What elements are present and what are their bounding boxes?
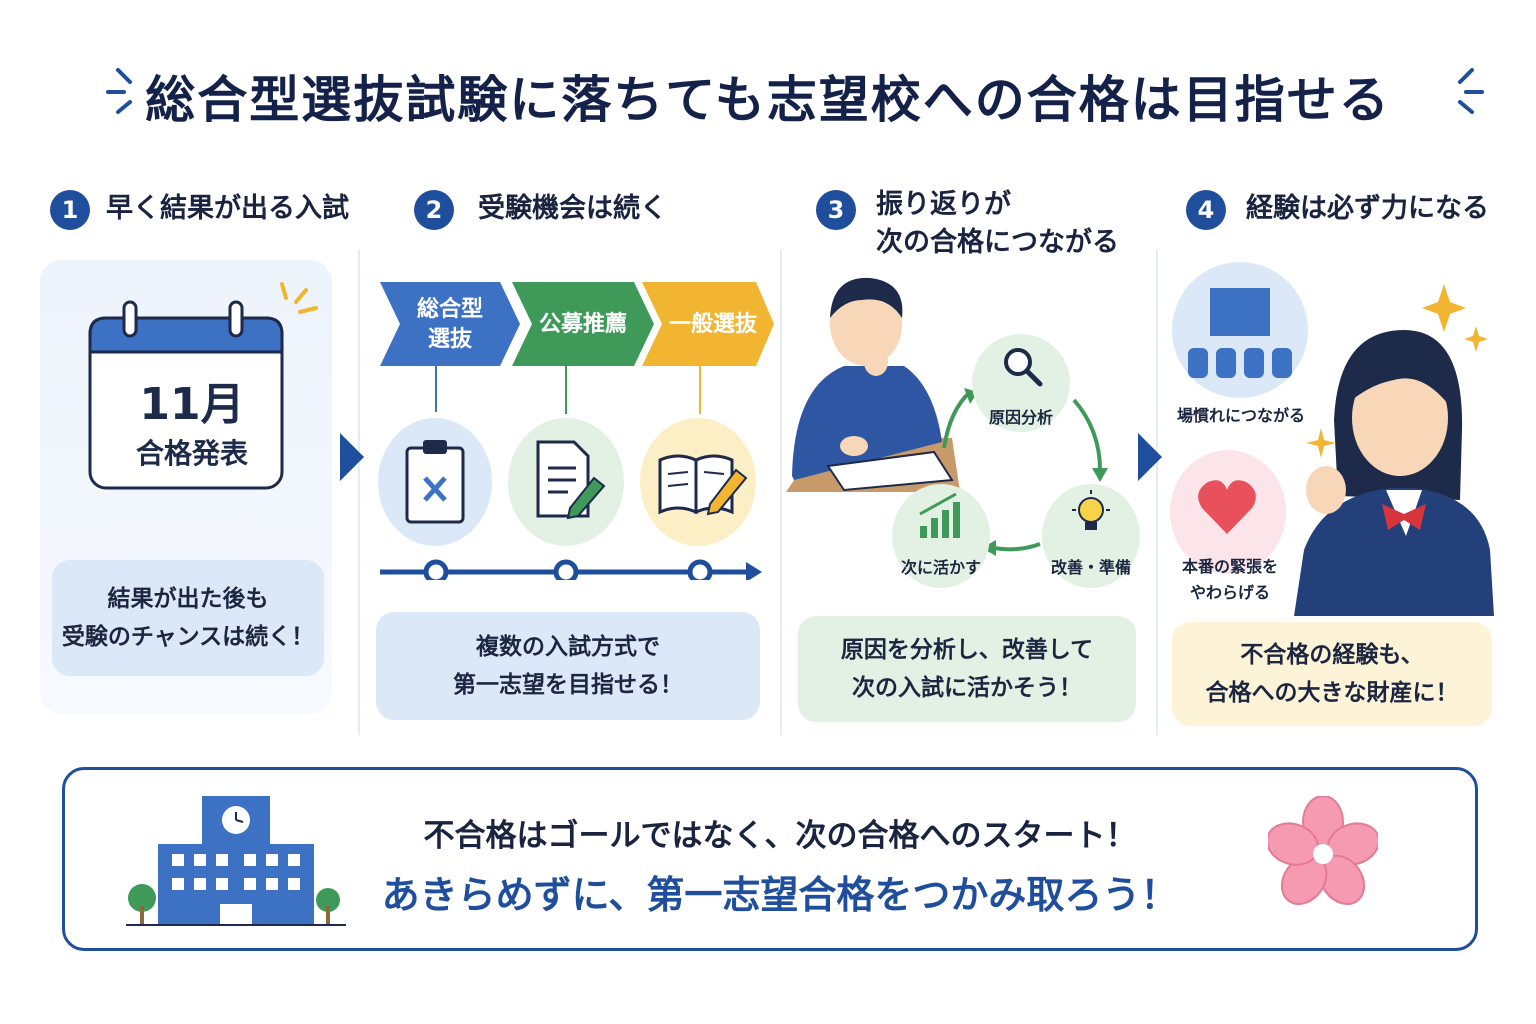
cycle-label-improve: 改善・準備 <box>1050 558 1131 577</box>
panel-4-note: 不合格の経験も、 合格への大きな財産に！ <box>1172 622 1492 726</box>
step-2-heading: 受験機会は続く <box>478 193 667 224</box>
student-confident-illustration <box>1294 330 1494 616</box>
heart-icon <box>1198 480 1256 534</box>
next-arrow-icon <box>1138 433 1162 481</box>
student-studying-illustration <box>786 277 960 492</box>
school-building-icon <box>126 796 346 926</box>
page-title: 総合型選抜試験に落ちても志望校への合格は目指せる <box>0 60 1536 132</box>
benefit-label-1: 場慣れにつながる <box>1176 406 1305 425</box>
exam-room-icon <box>1188 288 1292 378</box>
divider-3 <box>1156 250 1158 735</box>
open-book-pencil-icon <box>658 454 748 516</box>
banner-line-1: 不合格はゴールではなく、次の合格へのスタート！ <box>423 818 1137 854</box>
banner-line-2: あきらめずに、第一志望合格をつかみ取ろう！ <box>381 873 1179 917</box>
step-3-number: 3 <box>816 190 856 230</box>
step-4-heading: 経験は必ず力になる <box>1246 193 1489 224</box>
step-2-number: 2 <box>414 190 454 230</box>
sparkle-lines-right-icon <box>1458 68 1484 114</box>
document-pencil-icon <box>536 440 606 520</box>
benefit-label-2: 本番の緊張を やわらげる <box>1181 557 1278 602</box>
light-bulb-icon <box>1072 490 1110 530</box>
step-1-number: 1 <box>50 190 90 230</box>
calendar-icon <box>88 300 284 490</box>
panel-2-note: 複数の入試方式で 第一志望を目指せる！ <box>376 612 760 720</box>
calendar-text: 合格発表 <box>135 437 248 470</box>
step-3-heading: 振り返りが 次の合格につながる <box>876 189 1119 258</box>
divider-2 <box>780 250 782 735</box>
panel-3-note: 原因を分析し、改善して 次の入試に活かそう！ <box>798 616 1136 722</box>
next-arrow-icon <box>340 433 364 481</box>
route-label-2: 公募推薦 <box>538 312 627 337</box>
route-label-1: 総合型 選抜 <box>416 297 483 352</box>
magnifier-icon <box>1004 348 1043 387</box>
cherry-blossom-icon <box>1268 796 1378 905</box>
cycle-label-analysis: 原因分析 <box>988 408 1053 427</box>
sparkle-star-icon <box>1306 428 1336 458</box>
shine-lines-icon <box>280 282 318 314</box>
step-1-heading: 早く結果が出る入試 <box>106 193 349 224</box>
route-label-3: 一般選抜 <box>668 312 757 337</box>
sparkle-stars-icon <box>1422 284 1488 352</box>
panel-1-note: 結果が出た後も 受験のチャンスは続く！ <box>52 560 324 676</box>
growth-chart-icon <box>919 492 960 538</box>
sparkle-lines-left-icon <box>106 68 132 114</box>
step-4-number: 4 <box>1186 190 1226 230</box>
cycle-label-apply: 次に活かす <box>900 558 981 577</box>
title-text: 総合型選抜試験に落ちても志望校への合格は目指せる <box>145 71 1391 129</box>
route-flow-diagram <box>380 282 774 580</box>
clipboard-x-icon <box>405 440 465 524</box>
calendar-month: 11月 <box>139 379 245 430</box>
divider-1 <box>358 250 360 735</box>
